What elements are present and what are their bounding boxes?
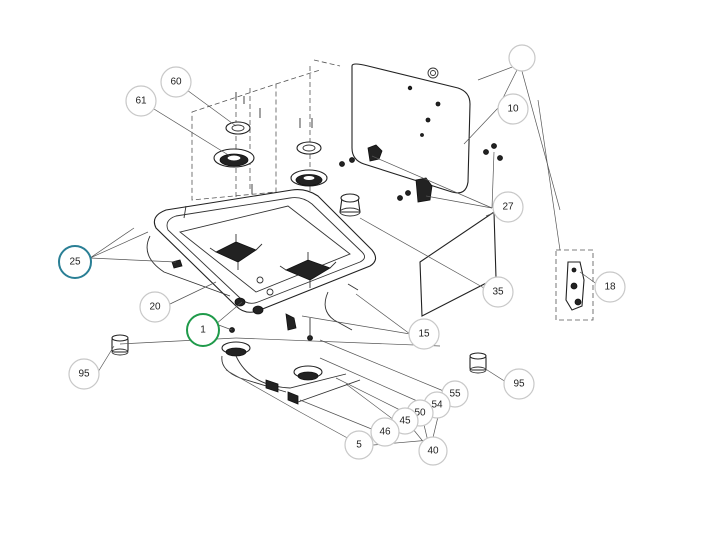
thermocouple-tube bbox=[324, 283, 359, 331]
callout-15: 15 bbox=[408, 318, 440, 350]
svg-text:46: 46 bbox=[379, 427, 391, 438]
svg-text:54: 54 bbox=[431, 400, 443, 411]
glass-lid bbox=[351, 63, 471, 194]
callout-35: 35 bbox=[482, 276, 514, 308]
callout-20: 20 bbox=[139, 291, 171, 323]
burner-ring-60 bbox=[225, 121, 251, 135]
burner-head-61 bbox=[213, 148, 255, 168]
svg-text:15: 15 bbox=[418, 329, 430, 340]
svg-text:25: 25 bbox=[69, 257, 81, 268]
callout-95-right: 95 bbox=[503, 368, 535, 400]
callout-60: 60 bbox=[160, 66, 192, 98]
screws bbox=[235, 92, 313, 194]
svg-text:55: 55 bbox=[449, 389, 461, 400]
callout-40: 40 bbox=[418, 436, 448, 466]
svg-text:50: 50 bbox=[414, 408, 426, 419]
svg-text:95: 95 bbox=[513, 379, 525, 390]
svg-text:27: 27 bbox=[502, 202, 514, 213]
svg-text:35: 35 bbox=[492, 287, 504, 298]
gas-valve-parts bbox=[229, 297, 297, 333]
callout-27: 27 bbox=[492, 191, 524, 223]
callout-95-left: 95 bbox=[68, 358, 100, 390]
burner-ring-right bbox=[296, 141, 322, 155]
hob-tray bbox=[153, 189, 377, 313]
svg-text:61: 61 bbox=[135, 96, 147, 107]
knob-sleeve bbox=[339, 193, 361, 217]
svg-text:10: 10 bbox=[507, 104, 519, 115]
svg-text:40: 40 bbox=[427, 446, 439, 457]
svg-text:20: 20 bbox=[149, 302, 161, 313]
svg-text:1: 1 bbox=[200, 325, 206, 336]
svg-text:5: 5 bbox=[356, 440, 362, 451]
hinge-bracket bbox=[555, 249, 594, 321]
svg-text:60: 60 bbox=[170, 77, 182, 88]
callout-46: 46 bbox=[370, 417, 400, 447]
callout-1: 1 bbox=[186, 313, 220, 347]
callout-18: 18 bbox=[594, 271, 626, 303]
leader-lines bbox=[89, 63, 599, 451]
svg-text:18: 18 bbox=[604, 282, 616, 293]
burner-head-right bbox=[290, 169, 328, 187]
svg-text:95: 95 bbox=[78, 369, 90, 380]
lid-hinge-hardware bbox=[339, 143, 503, 203]
rubber-foot-left bbox=[111, 334, 129, 356]
callout-5: 5 bbox=[344, 430, 374, 460]
callout-10-top bbox=[508, 44, 536, 72]
callout-61: 61 bbox=[125, 85, 157, 117]
svg-text:45: 45 bbox=[399, 416, 411, 427]
pan-support-left bbox=[209, 234, 263, 270]
heat-shield-plate bbox=[419, 210, 497, 317]
rubber-foot-right bbox=[469, 352, 487, 374]
callout-10: 10 bbox=[497, 93, 529, 125]
gas-manifold bbox=[221, 318, 361, 405]
pan-support-right bbox=[279, 252, 337, 288]
callout-25: 25 bbox=[58, 245, 92, 279]
